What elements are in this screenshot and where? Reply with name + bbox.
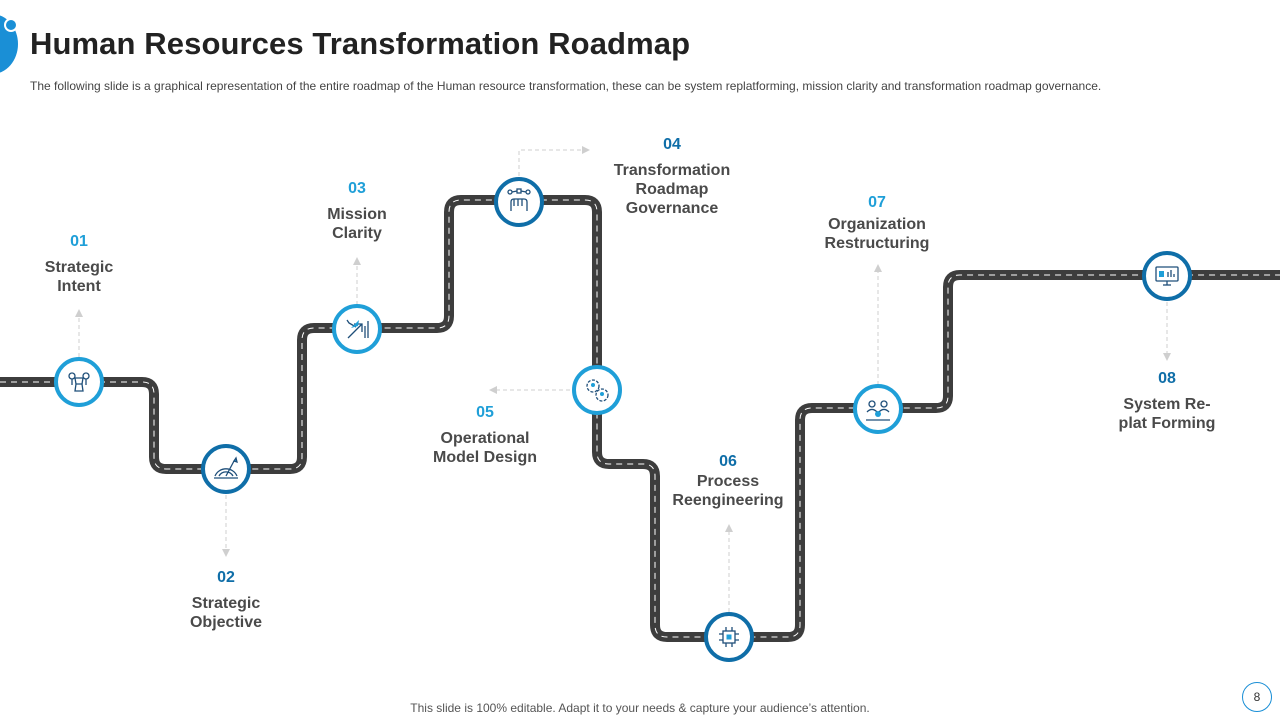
step-05-number: 05 <box>476 404 494 421</box>
step-03: 03 Mission Clarity <box>257 179 457 243</box>
step-01-label: Strategic Intent <box>44 259 114 295</box>
people-structure-icon <box>866 400 890 421</box>
slide-title: Human Resources Transformation Roadmap <box>30 26 691 61</box>
step-node-07 <box>853 384 903 434</box>
target-dart-icon <box>214 456 238 479</box>
step-04-number: 04 <box>663 136 681 153</box>
page-number-badge: 8 <box>1242 682 1272 712</box>
step-04-label: Transformation Roadmap Governance <box>613 162 731 217</box>
step-07-label: Organization Restructuring <box>824 216 930 252</box>
step-07: 07 Organization Restructuring <box>777 193 977 253</box>
step-05-label: Operational Model Design <box>432 430 537 466</box>
step-node-04 <box>494 177 544 227</box>
step-node-08 <box>1142 251 1192 301</box>
corner-dot-decoration <box>4 18 18 32</box>
step-node-06 <box>704 612 754 662</box>
step-02-number: 02 <box>217 569 235 586</box>
slide-subtitle: The following slide is a graphical repre… <box>30 79 1102 93</box>
monitor-dashboard-icon <box>1155 266 1179 286</box>
step-node-02 <box>201 444 251 494</box>
road-path <box>0 195 1280 642</box>
step-02-label: Strategic Objective <box>189 595 263 631</box>
step-08: 08 System Re- plat Forming <box>1067 369 1267 433</box>
gear-team-icon <box>586 379 609 402</box>
step-08-label: System Re- plat Forming <box>1118 396 1216 432</box>
chip-process-icon <box>719 627 739 647</box>
rocket-growth-icon <box>346 319 369 339</box>
step-06-label: Process Reengineering <box>672 473 784 509</box>
step-06: 06 Process Reengineering <box>628 452 828 510</box>
step-05: 05 Operational Model Design <box>385 403 585 467</box>
connector-04 <box>518 146 590 176</box>
step-06-number: 06 <box>719 453 737 470</box>
step-02: 02 Strategic Objective <box>126 568 326 632</box>
step-node-01 <box>54 357 104 407</box>
chess-strategy-icon <box>68 372 90 392</box>
step-01-number: 01 <box>70 233 88 250</box>
step-node-03 <box>332 304 382 354</box>
step-01: 01 Strategic Intent <box>0 232 179 296</box>
step-08-number: 08 <box>1158 370 1176 387</box>
step-03-number: 03 <box>348 180 366 197</box>
step-node-05 <box>572 365 622 415</box>
step-03-label: Mission Clarity <box>327 206 387 242</box>
slide-footer: This slide is 100% editable. Adapt it to… <box>410 701 870 715</box>
hand-network-icon <box>507 188 531 211</box>
connector-lines <box>75 146 1171 612</box>
step-07-number: 07 <box>868 194 886 211</box>
step-04: 04 Transformation Roadmap Governance <box>572 135 772 218</box>
